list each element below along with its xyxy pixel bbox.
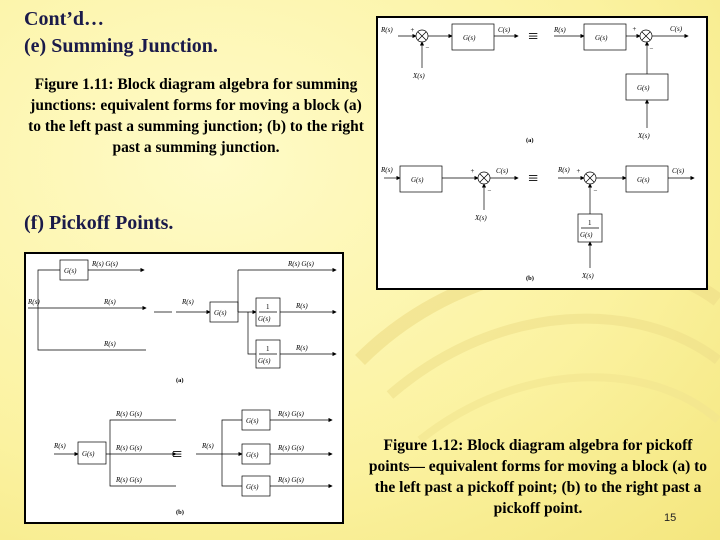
label-a: (a) (176, 377, 184, 384)
minus-sign: − (425, 44, 430, 52)
minus-sign: − (649, 45, 654, 53)
block-g-label: G(s) (411, 176, 424, 184)
block-g-label: G(s) (595, 34, 608, 42)
output-label-rg: R(s) G(s) (277, 410, 305, 418)
block-g (399, 165, 443, 193)
subtitle-pickoff-points: (f) Pickoff Points. (24, 212, 174, 234)
output-label: C(s) (672, 167, 685, 175)
branch-label-rg: R(s) G(s) (115, 444, 143, 452)
output-label: R(s) (295, 302, 308, 310)
block-g (451, 23, 495, 51)
feedback-label: X(s) (412, 72, 425, 80)
branch-label-rg: R(s) G(s) (115, 476, 143, 484)
title-line-1: Cont’d… (24, 8, 105, 30)
equivalence-sign: ≡ (528, 168, 538, 188)
block-g (625, 165, 669, 193)
input-label: R(s) (380, 26, 393, 34)
label-a: (a) (526, 137, 534, 144)
output-label: C(s) (498, 26, 511, 34)
summing-junction-figure: R(s) + − G(s) C(s) X(s) ≡ R(s) G(s) + − … (376, 16, 708, 290)
plus-sign: + (410, 26, 415, 34)
inverse-denominator: G(s) (258, 315, 271, 323)
output-label: R(s) (295, 344, 308, 352)
inverse-numerator: 1 (588, 219, 592, 227)
plus-sign: + (470, 167, 475, 175)
title-line-2: (e) Summing Junction. (24, 35, 218, 57)
plus-sign: + (632, 25, 637, 33)
branch-label: R(s) (103, 340, 116, 348)
diagram-b-left: R(s) G(s) + − C(s) X(s) (380, 165, 519, 222)
input-label: R(s) (27, 298, 40, 306)
block-g-label: G(s) (214, 309, 227, 317)
branch-label-rg: R(s) G(s) (115, 410, 143, 418)
slide-title: Cont’d… (e) Summing Junction. (24, 6, 218, 60)
output-label-rg: R(s) G(s) (91, 260, 119, 268)
input-label: R(s) (557, 166, 570, 174)
block-g-label: G(s) (246, 483, 259, 491)
input-label: R(s) (53, 442, 66, 450)
plus-sign: + (576, 167, 581, 175)
feedback-label: X(s) (637, 132, 650, 140)
input-label: R(s) (181, 298, 194, 306)
diagram-a-left: R(s) + − G(s) C(s) X(s) (380, 23, 519, 80)
block-g-label: G(s) (637, 176, 650, 184)
feedback-label: X(s) (474, 214, 487, 222)
block-g-label: G(s) (246, 417, 259, 425)
pickoff-points-figure: R(s) G(s) G(s) R(s) R(s) R(s) R(s) G(s) … (24, 252, 344, 524)
label-b: (b) (526, 275, 534, 282)
diagram-a-right: R(s) G(s) + − C(s) G(s) X(s) (553, 23, 689, 140)
output-label: C(s) (496, 167, 509, 175)
inverse-numerator: 1 (266, 303, 270, 311)
diagram-a-left: R(s) G(s) G(s) R(s) R(s) R(s) (27, 259, 147, 351)
block-g-feedback-label: G(s) (637, 84, 650, 92)
branch-label: R(s) (103, 298, 116, 306)
block-g-label: G(s) (82, 450, 95, 458)
block-g (77, 441, 107, 465)
output-label-rg: R(s) G(s) (277, 444, 305, 452)
block-g-label: G(s) (64, 267, 77, 275)
equivalence-sign: ≡ (172, 444, 182, 464)
label-b: (b) (176, 509, 184, 516)
feedback-label: X(s) (581, 272, 594, 280)
page-number: 15 (664, 512, 677, 524)
diagram-b-right: R(s) G(s) G(s) G(s) R(s) G(s) R(s) G(s) … (196, 409, 333, 497)
diagram-b-left: R(s) G(s) R(s) G(s) R(s) G(s) R(s) G(s) (53, 410, 177, 487)
input-label: R(s) (380, 166, 393, 174)
equivalence-sign: ≡ (528, 26, 538, 46)
block-g-label: G(s) (463, 34, 476, 42)
diagram-b-right: R(s) + − G(s) C(s) 1 G(s) X(s) (557, 165, 695, 280)
diagram-a-right: R(s) G(s) R(s) G(s) 1 G(s) R(s) 1 G(s) R… (176, 260, 337, 369)
inverse-denominator: G(s) (258, 357, 271, 365)
block-g (583, 23, 627, 51)
caption-summing-junction: Figure 1.11: Block diagram algebra for s… (28, 76, 364, 156)
inverse-denominator: G(s) (580, 231, 593, 239)
caption-pickoff-points: Figure 1.12: Block diagram algebra for p… (368, 437, 708, 517)
minus-sign: − (593, 187, 598, 195)
input-label: R(s) (201, 442, 214, 450)
block-g-feedback (625, 73, 669, 101)
input-label: R(s) (553, 26, 566, 34)
minus-sign: − (487, 187, 492, 195)
output-label-rg: R(s) G(s) (287, 260, 315, 268)
output-label-rg: R(s) G(s) (277, 476, 305, 484)
block-g-label: G(s) (246, 451, 259, 459)
inverse-numerator: 1 (266, 345, 270, 353)
output-label: C(s) (670, 25, 683, 33)
